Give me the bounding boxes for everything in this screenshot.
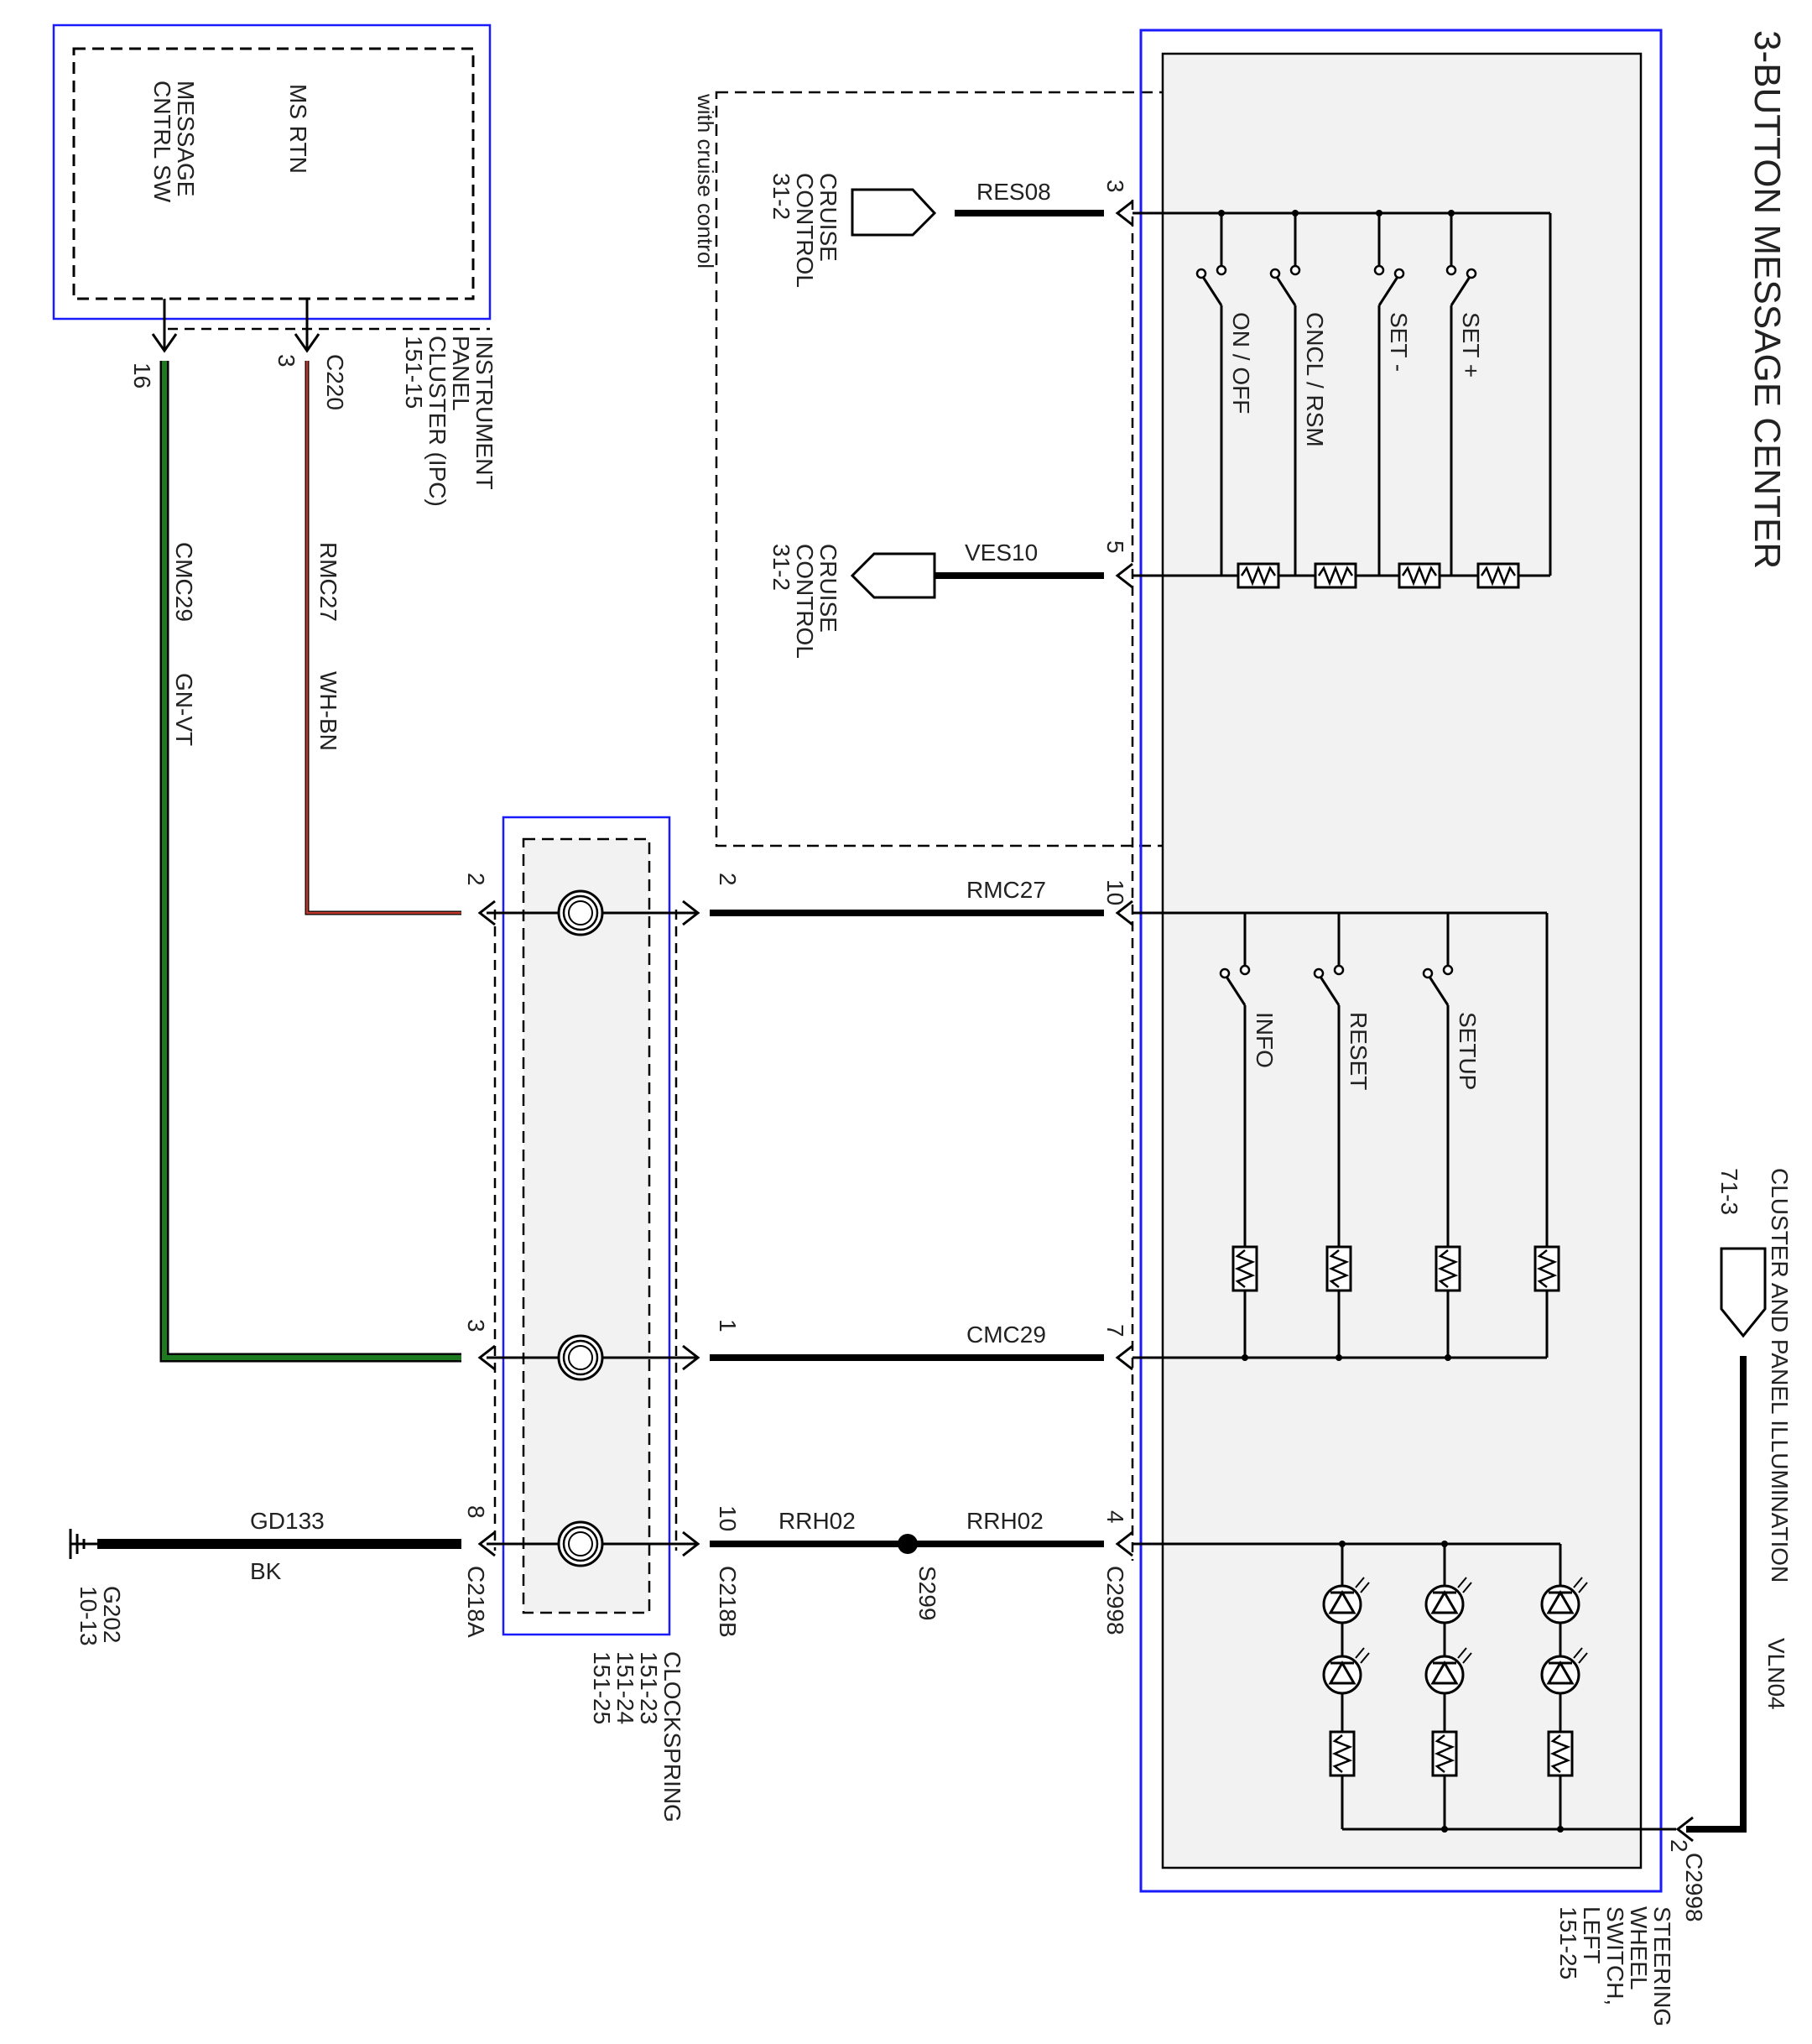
switch-cncl-rsm-label: CNCL / RSM	[1302, 312, 1328, 447]
steering-title-1: STEERING	[1649, 1906, 1675, 2026]
cruise-ves-ref-2: CONTROL	[792, 544, 818, 659]
steering-pin-7: 7	[1102, 1324, 1128, 1337]
switch-set-plus: SET +	[1445, 210, 1520, 589]
wire-rmc27-left: RMC27 WH-BN	[305, 361, 461, 915]
ipc-title-1: INSTRUMENT	[471, 336, 497, 490]
wire-gd133: GD133 BK	[97, 1508, 461, 1584]
ipc-block: MS RTN MESSAGE CNTRL SW 16 3 C220 INSTRU…	[52, 23, 497, 507]
cruise-connector-res-icon	[851, 188, 937, 237]
wire-gd133-label: GD133	[250, 1508, 325, 1534]
ground-name: G202	[99, 1586, 125, 1644]
page-title: 3-BUTTON MESSAGE CENTER	[1747, 30, 1788, 569]
steering-pin-5: 5	[1102, 540, 1128, 554]
ipc-title-2: PANEL	[448, 336, 474, 411]
clockspring-pin-right-1: 1	[715, 1319, 741, 1332]
switch-cncl-rsm: CNCL / RSM	[1269, 210, 1357, 589]
steering-connector-c2998: C2998	[1102, 1566, 1128, 1635]
cruise-note: with cruise control	[693, 93, 718, 269]
wire-rrh02-left-label: RRH02	[778, 1508, 856, 1534]
wire-rmc27-right-label: RMC27	[966, 877, 1046, 903]
switch-reset: RESET	[1313, 913, 1372, 1361]
wire-rrh02: RRH02 RRH02 S299	[710, 1508, 1104, 1620]
steering-pin-2: 2	[1666, 1839, 1692, 1853]
illumination-connector-icon	[1720, 1247, 1767, 1338]
cruise-res-ref-2: CONTROL	[792, 173, 818, 288]
steering-title-2: WHEEL	[1626, 1906, 1652, 1990]
ipc-msg-sw-label-1: MESSAGE	[173, 81, 199, 196]
switch-setup: SETUP	[1422, 913, 1481, 1361]
ipc-connector-c220: C220	[322, 354, 348, 410]
clockspring-title: CLOCKSPRING	[659, 1651, 685, 1822]
ipc-pin-16: 16	[129, 362, 155, 388]
ipc-ms-rtn-label: MS RTN	[285, 84, 311, 174]
cruise-res-ref-3: 31-2	[768, 173, 794, 220]
illumination-feed: VLN04 CLUSTER AND PANEL ILLUMINATION 71-…	[1675, 1168, 1793, 1843]
ground-ref: 10-13	[76, 1586, 102, 1646]
splice-s299-icon	[898, 1534, 918, 1554]
wire-cmc29-label: CMC29	[171, 542, 197, 622]
switch-setup-label: SETUP	[1455, 1012, 1481, 1090]
wire-ves10-label: VES10	[965, 540, 1038, 566]
led-column-1	[1322, 1541, 1371, 1829]
wire-vln04-label: VLN04	[1763, 1638, 1789, 1710]
illumination-title: CLUSTER AND PANEL ILLUMINATION	[1767, 1168, 1793, 1583]
clockspring-pin-right-2: 2	[715, 873, 741, 886]
wire-cmc29-left: CMC29 GN-VT	[159, 361, 461, 1363]
clockspring-ref-3: 151-25	[589, 1651, 615, 1724]
switch-info-label: INFO	[1252, 1012, 1278, 1068]
steering-connector-c2998-2: C2998	[1681, 1853, 1707, 1922]
cruise-section: with cruise control RES08 CRUISE CONTROL…	[693, 91, 1592, 847]
ipc-msg-sw-label-2: CNTRL SW	[149, 81, 175, 203]
switch-on-off: ON / OFF	[1195, 210, 1280, 589]
wire-cmc29-color: GN-VT	[171, 673, 197, 746]
cruise-ves-ref-3: 31-2	[768, 544, 794, 591]
steering-title-5: 151-25	[1555, 1906, 1581, 1979]
switch-set-plus-label: SET +	[1458, 312, 1484, 378]
wire-res08-label: RES08	[976, 179, 1051, 205]
led-column-3	[1540, 1544, 1589, 1833]
splice-s299-label: S299	[914, 1566, 940, 1620]
wire-cmc29-right-label: CMC29	[966, 1322, 1046, 1348]
wire-rmc27-color: WH-BN	[315, 671, 341, 751]
ipc-title-4: 151-15	[401, 336, 427, 409]
clockspring-pin-left-3: 3	[463, 1319, 489, 1332]
steering-pin-3: 3	[1102, 180, 1128, 193]
switch-reset-label: RESET	[1346, 1012, 1372, 1090]
wire-gd133-color: BK	[250, 1558, 282, 1584]
steering-pin-10: 10	[1102, 879, 1128, 905]
led-column-2	[1424, 1541, 1473, 1833]
cruise-ves-ref-1: CRUISE	[815, 544, 841, 633]
ground-g202-icon: G202 10-13	[69, 1529, 125, 1646]
wire-cmc29-right: CMC29	[710, 1322, 1104, 1361]
ipc-title-3: CLUSTER (IPC)	[424, 336, 450, 507]
switch-set-minus-label: SET -	[1386, 312, 1412, 372]
wire-rmc27-label: RMC27	[315, 542, 341, 622]
clockspring-ref-2: 151-24	[612, 1651, 638, 1724]
steering-pin-4: 4	[1102, 1510, 1128, 1524]
cruise-res-ref-1: CRUISE	[815, 173, 841, 262]
ipc-pin-3: 3	[273, 354, 299, 368]
wire-rmc27-right: RMC27	[710, 877, 1104, 916]
steering-switch-block: 3 5 10 7 4 C2998 ON / OFF CN	[1102, 29, 1707, 2026]
wire-rrh02-right-label: RRH02	[966, 1508, 1044, 1534]
clockspring-pin-left-2: 2	[463, 873, 489, 886]
cruise-connector-ves-icon	[850, 552, 936, 599]
steering-title-4: LEFT	[1579, 1906, 1605, 1963]
clockspring-ref-1: 151-23	[636, 1651, 662, 1724]
switch-on-off-label: ON / OFF	[1228, 312, 1254, 414]
clockspring-block: 2 3 8 2 1 10 C218A C218B CLOCKSPRING 151…	[463, 816, 741, 1822]
clockspring-pin-left-8: 8	[463, 1505, 489, 1519]
clockspring-connector-c218a: C218A	[463, 1566, 489, 1638]
clockspring-pin-right-10: 10	[715, 1505, 741, 1531]
switch-info: INFO	[1219, 913, 1278, 1361]
clockspring-connector-c218b: C218B	[715, 1566, 741, 1638]
steering-title-3: SWITCH,	[1602, 1906, 1628, 2005]
illumination-ref: 71-3	[1716, 1168, 1742, 1215]
switch-set-minus: SET -	[1373, 210, 1441, 589]
